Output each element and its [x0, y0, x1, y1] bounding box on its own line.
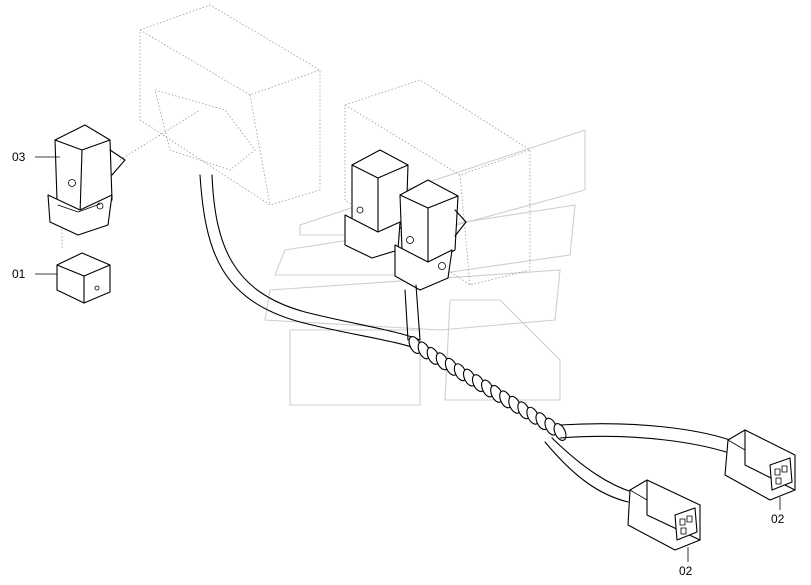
branch-cables	[544, 423, 731, 503]
hood-connector-left-mounted	[344, 149, 409, 259]
callout-label-01: 01	[12, 267, 26, 281]
callout-label-02-lower: 02	[679, 564, 693, 578]
plug-connector-02-lower	[627, 479, 701, 551]
callout-label-02-upper: 02	[771, 512, 785, 526]
plug-connector-02-upper	[724, 429, 796, 501]
cover-cap-01	[56, 252, 111, 304]
hood-connector-right-mounted	[394, 179, 467, 291]
cable-main	[199, 174, 421, 351]
ghost-mounting-housings	[61, 4, 531, 286]
callout-label-03: 03	[12, 150, 26, 164]
hood-connector-03	[47, 124, 126, 236]
corrugated-sleeve	[408, 336, 567, 441]
sleeve-ring	[553, 423, 567, 441]
leader-lines	[35, 156, 781, 562]
watermark-logo	[264, 129, 586, 406]
